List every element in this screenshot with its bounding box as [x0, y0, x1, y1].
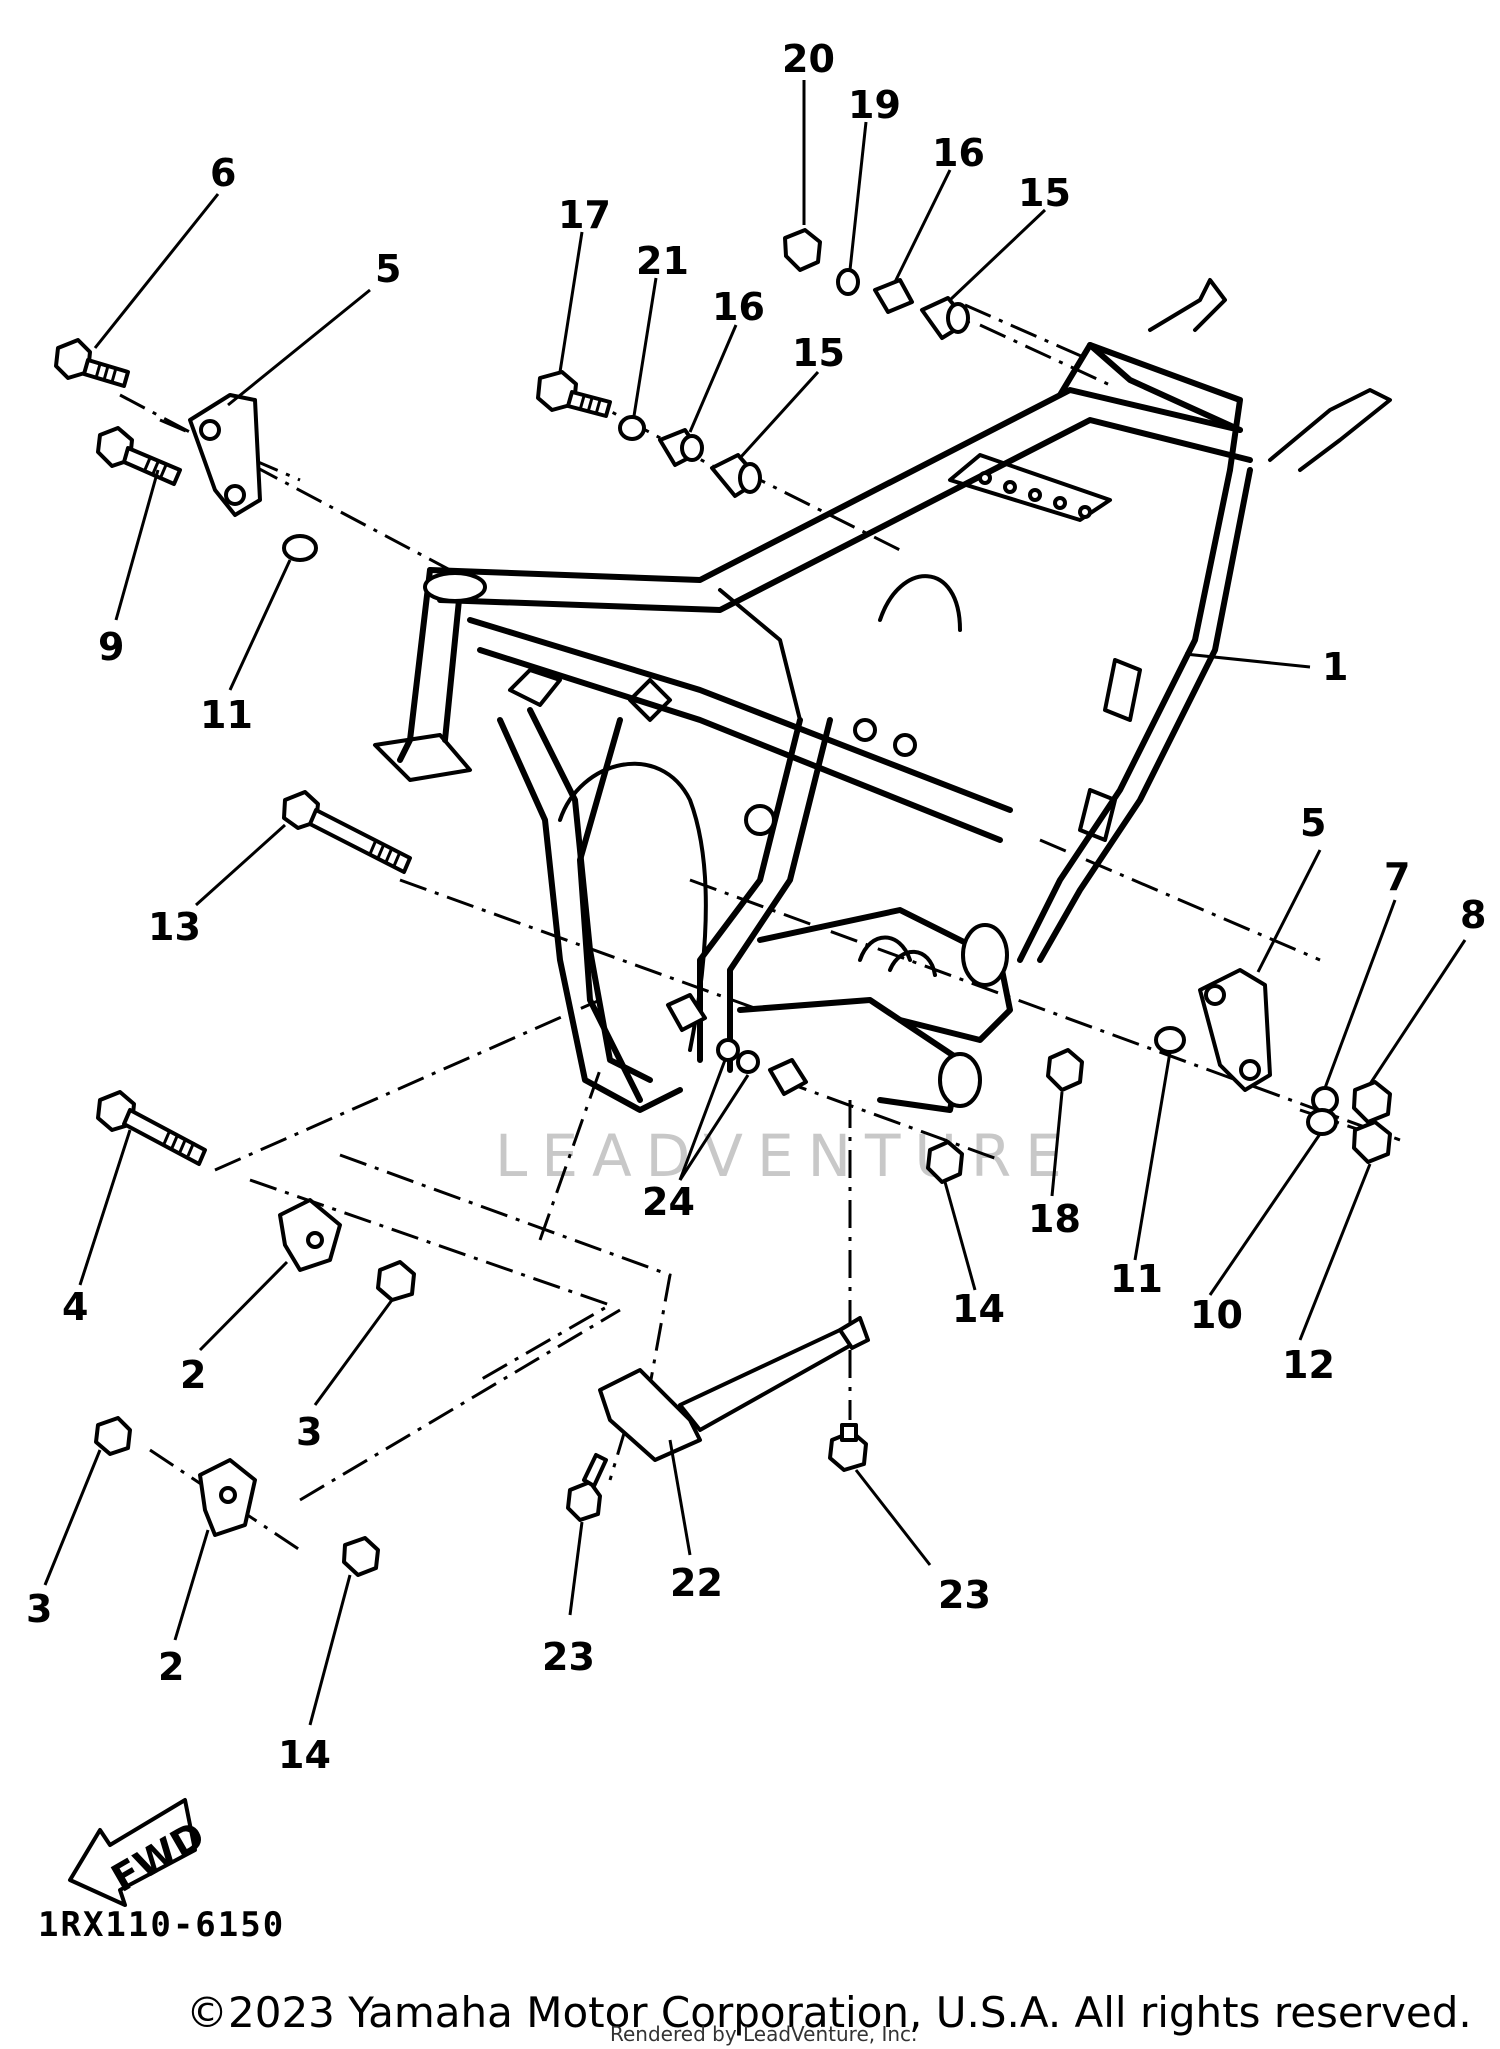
- callout-15: 15: [1018, 171, 1071, 215]
- callout-2: 2: [180, 1353, 206, 1397]
- bolt-23-right: [828, 1423, 868, 1472]
- callout-24: 24: [642, 1180, 695, 1224]
- callout-14: 14: [278, 1733, 331, 1777]
- callout-4: 4: [62, 1285, 88, 1329]
- watermark: LEADVENTURE: [495, 1122, 1076, 1190]
- callout-20: 20: [782, 37, 835, 81]
- bolt-9: [96, 426, 182, 486]
- callout-13: 13: [148, 905, 201, 949]
- callout-2: 2: [158, 1645, 184, 1689]
- collar-16-upper: [873, 278, 914, 314]
- callout-3: 3: [26, 1587, 52, 1631]
- nut-14-center: [926, 1140, 964, 1184]
- bolt-4: [96, 1090, 207, 1166]
- callout-17: 17: [558, 193, 611, 237]
- callout-9: 9: [98, 625, 124, 669]
- bolt-3-upper: [376, 1260, 416, 1302]
- callout-5: 5: [375, 247, 401, 291]
- washer-10: [1306, 1108, 1338, 1136]
- fasteners: [54, 228, 1392, 1577]
- bracket-2-upper: [278, 1198, 342, 1272]
- spacers-24: [666, 993, 808, 1096]
- callout-12: 12: [1282, 1343, 1335, 1387]
- callout-23: 23: [542, 1635, 595, 1679]
- fwd-arrow: FWD: [68, 1798, 212, 1907]
- callout-19: 19: [848, 83, 901, 127]
- callout-10: 10: [1190, 1293, 1243, 1337]
- diagram-reference-code: 1RX110-6150: [38, 1905, 286, 1945]
- washer-11-right: [1154, 1026, 1186, 1054]
- washer-11-left: [282, 534, 318, 562]
- callout-23: 23: [938, 1573, 991, 1617]
- washer-19: [836, 268, 860, 296]
- callout-6: 6: [210, 151, 236, 195]
- callout-14: 14: [952, 1287, 1005, 1331]
- callout-7: 7: [1384, 855, 1410, 899]
- bolt-3-lower: [94, 1416, 132, 1456]
- nut-12: [1352, 1120, 1392, 1164]
- callout-3: 3: [296, 1410, 322, 1454]
- nut-8: [1352, 1080, 1392, 1124]
- callout-5: 5: [1300, 801, 1326, 845]
- callout-1: 1: [1322, 645, 1348, 689]
- callout-8: 8: [1460, 893, 1486, 937]
- bracket-22: [598, 1316, 870, 1462]
- callout-15: 15: [792, 331, 845, 375]
- bolt-17: [536, 370, 612, 418]
- callout-16: 16: [712, 285, 765, 329]
- callout-22: 22: [670, 1561, 723, 1605]
- bolt-13: [282, 790, 412, 874]
- bracket-2-lower: [198, 1458, 257, 1537]
- callout-18: 18: [1028, 1197, 1081, 1241]
- bolt-6: [54, 338, 130, 388]
- nut-20: [783, 228, 822, 272]
- bracket-5-right: [1198, 968, 1272, 1092]
- rendered-by-credit: Rendered by LeadVenture, Inc.: [610, 2022, 918, 2046]
- main-frame: [373, 278, 1392, 1113]
- callout-labels: 20 19 16 15 17 21 16 15 6 5 9 11 1 13 5 …: [26, 37, 1486, 1777]
- copyright-notice: ©2023 Yamaha Motor Corporation, U.S.A. A…: [186, 1988, 1472, 2037]
- callout-11: 11: [1110, 1257, 1163, 1301]
- bolt-23-left: [566, 1453, 608, 1522]
- nut-14-lower: [342, 1536, 380, 1577]
- assembly-centerlines: [119, 303, 1401, 1552]
- nut-18: [1046, 1048, 1084, 1092]
- callout-21: 21: [636, 239, 689, 283]
- bracket-5-left: [188, 393, 262, 517]
- leader-lines: [43, 80, 1467, 1726]
- callout-11: 11: [200, 693, 253, 737]
- washer-21: [618, 415, 646, 441]
- callout-16: 16: [932, 131, 985, 175]
